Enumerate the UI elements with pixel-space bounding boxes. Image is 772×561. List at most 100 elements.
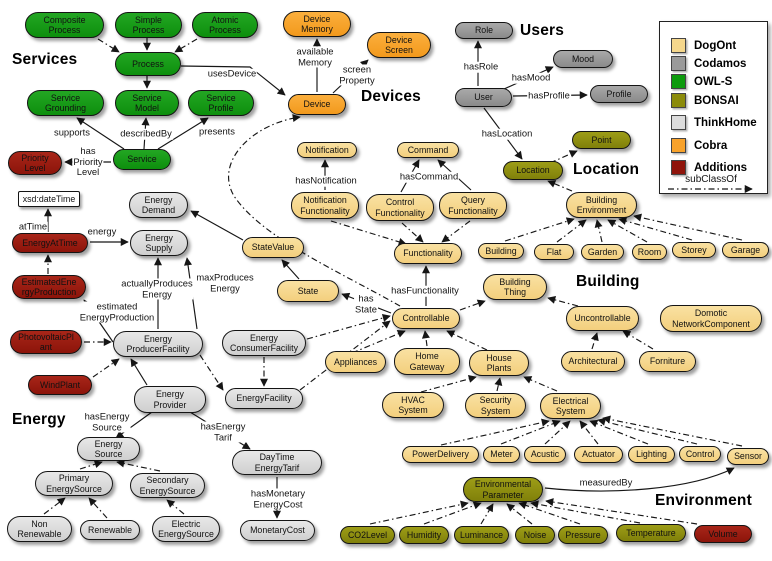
node-wind-plant[interactable]: WindPlant <box>28 375 92 395</box>
node-sensor[interactable]: Sensor <box>727 448 769 465</box>
node-energy-provider[interactable]: Energy Provider <box>134 386 206 413</box>
node-service-model[interactable]: Service Model <box>115 90 179 116</box>
node-control-functionality[interactable]: Control Functionality <box>366 194 434 221</box>
node-device-memory[interactable]: Device Memory <box>283 11 351 37</box>
node-electrical-system[interactable]: Electrical System <box>540 393 601 419</box>
node-pressure[interactable]: Pressure <box>558 526 608 544</box>
section-heading-services: Services <box>12 51 78 68</box>
node-volume[interactable]: Volume <box>694 525 752 543</box>
edge-non-renewable-primary-energy-source <box>43 497 66 515</box>
node-electric-energy-source[interactable]: Electric EnergySource <box>152 516 220 542</box>
node-appliances[interactable]: Appliances <box>325 351 386 373</box>
node-energy-source[interactable]: Energy Source <box>77 437 140 461</box>
node-forniture[interactable]: Forniture <box>639 351 696 372</box>
node-location[interactable]: Location <box>503 161 563 180</box>
node-energy-at-time[interactable]: EnergyAtTime <box>12 233 88 253</box>
node-secondary-energy-source[interactable]: Secondary EnergySource <box>130 473 205 498</box>
node-control[interactable]: Control <box>679 446 721 462</box>
node-device-screen[interactable]: Device Screen <box>367 32 431 58</box>
node-energy-facility[interactable]: EnergyFacility <box>225 388 303 409</box>
edge-electric-energy-source-secondary-energy-source <box>166 499 185 515</box>
node-process[interactable]: Process <box>115 52 181 76</box>
node-mood[interactable]: Mood <box>553 50 613 68</box>
legend-label-cobra: Cobra <box>694 139 728 152</box>
node-renewable[interactable]: Renewable <box>80 520 140 540</box>
node-controllable[interactable]: Controllable <box>392 308 460 329</box>
node-energy-consumer-facility[interactable]: Energy ConsumerFacility <box>222 330 306 356</box>
section-heading-devices: Devices <box>361 88 422 105</box>
node-home-gateway[interactable]: Home Gateway <box>394 348 460 375</box>
node-meter[interactable]: Meter <box>483 446 520 463</box>
edge-renewable-primary-energy-source <box>88 497 108 519</box>
edge-storey-building-environment <box>618 217 693 241</box>
node-service[interactable]: Service <box>113 149 171 170</box>
node-domotic-network-component[interactable]: Domotic NetworkComponent <box>660 305 762 332</box>
edge-building-building-environment <box>504 217 575 242</box>
node-room[interactable]: Room <box>632 244 667 260</box>
node-xsd-datetime[interactable]: xsd:dateTime <box>18 191 80 207</box>
node-security-system[interactable]: Security System <box>465 393 526 418</box>
node-profile[interactable]: Profile <box>590 85 648 103</box>
node-notification-functionality[interactable]: Notification Functionality <box>291 192 359 219</box>
node-energy-supply[interactable]: Energy Supply <box>130 230 188 256</box>
node-energy-demand[interactable]: Energy Demand <box>129 192 188 218</box>
node-acustic[interactable]: Acustic <box>524 446 566 463</box>
node-primary-energy-source[interactable]: Primary EnergySource <box>35 471 113 496</box>
node-lighting[interactable]: Lighting <box>628 446 675 463</box>
edge-garden-building-environment <box>594 219 603 243</box>
edge-label-describedby: describedBy <box>119 127 173 140</box>
legend-label-bonsai: BONSAI <box>694 94 739 107</box>
legend-swatch-thinkhome <box>671 115 686 130</box>
node-storey[interactable]: Storey <box>672 242 716 258</box>
node-functionality[interactable]: Functionality <box>394 243 462 264</box>
node-service-grounding[interactable]: Service Grounding <box>27 90 104 116</box>
node-query-functionality[interactable]: Query Functionality <box>439 192 507 219</box>
edge-controllable-device <box>228 114 401 307</box>
node-hvac-system[interactable]: HVAC System <box>382 392 444 418</box>
node-state-value[interactable]: StateValue <box>242 237 304 258</box>
edge-label-available-memory: available Memory <box>295 45 335 68</box>
node-device[interactable]: Device <box>288 94 346 115</box>
node-monetary-cost[interactable]: MonetaryCost <box>240 520 315 541</box>
node-service-profile[interactable]: Service Profile <box>188 90 254 116</box>
edge-luminance-environmental-parameter <box>480 503 494 525</box>
node-simple-process[interactable]: Simple Process <box>115 12 182 38</box>
node-daytime-energy-tarif[interactable]: DayTime EnergyTarif <box>232 450 322 475</box>
node-role[interactable]: Role <box>455 22 513 39</box>
node-uncontrollable[interactable]: Uncontrollable <box>566 306 639 331</box>
node-building[interactable]: Building <box>478 243 524 259</box>
node-power-delivery[interactable]: PowerDelivery <box>402 446 479 463</box>
node-state[interactable]: State <box>277 280 339 302</box>
edge-state-value-energy-demand <box>190 210 244 241</box>
node-atomic-process[interactable]: Atomic Process <box>192 12 258 38</box>
node-non-renewable[interactable]: Non Renewable <box>7 516 72 542</box>
node-energy-producer-facility[interactable]: Energy ProducerFacility <box>113 331 203 357</box>
node-flat[interactable]: Flat <box>534 244 574 260</box>
node-temperature[interactable]: Temperature <box>616 524 686 542</box>
edge-electrical-system-house-plants <box>523 376 558 392</box>
node-photovoltaic-plant[interactable]: PhotovoltaicPl ant <box>10 330 82 354</box>
node-user[interactable]: User <box>455 88 512 107</box>
node-building-thing[interactable]: Building Thing <box>483 274 547 300</box>
node-point[interactable]: Point <box>572 131 631 149</box>
node-command[interactable]: Command <box>397 142 459 158</box>
node-environmental-parameter[interactable]: Environmental Parameter <box>463 477 543 502</box>
node-house-plants[interactable]: House Plants <box>469 350 529 376</box>
legend-label-codamos: Codamos <box>694 57 747 70</box>
node-garden[interactable]: Garden <box>581 244 624 260</box>
node-actuator[interactable]: Actuator <box>574 446 623 463</box>
node-noise[interactable]: Noise <box>515 526 555 544</box>
node-garage[interactable]: Garage <box>722 242 769 258</box>
edge-uncontrollable-building-thing <box>547 295 579 307</box>
node-notification[interactable]: Notification <box>297 142 357 158</box>
node-architectural[interactable]: Architectural <box>561 351 625 372</box>
node-building-environment[interactable]: Building Environment <box>566 192 637 218</box>
edge-garage-building-environment <box>633 213 743 241</box>
node-estimated-energy-production[interactable]: EstimatedEne rgyProduction <box>12 275 86 299</box>
node-humidity[interactable]: Humidity <box>399 526 449 544</box>
node-composite-process[interactable]: Composite Process <box>25 12 104 38</box>
node-luminance[interactable]: Luminance <box>454 526 509 544</box>
node-priority-level[interactable]: Priority Level <box>8 151 62 175</box>
node-co2level[interactable]: CO2Level <box>340 526 395 544</box>
